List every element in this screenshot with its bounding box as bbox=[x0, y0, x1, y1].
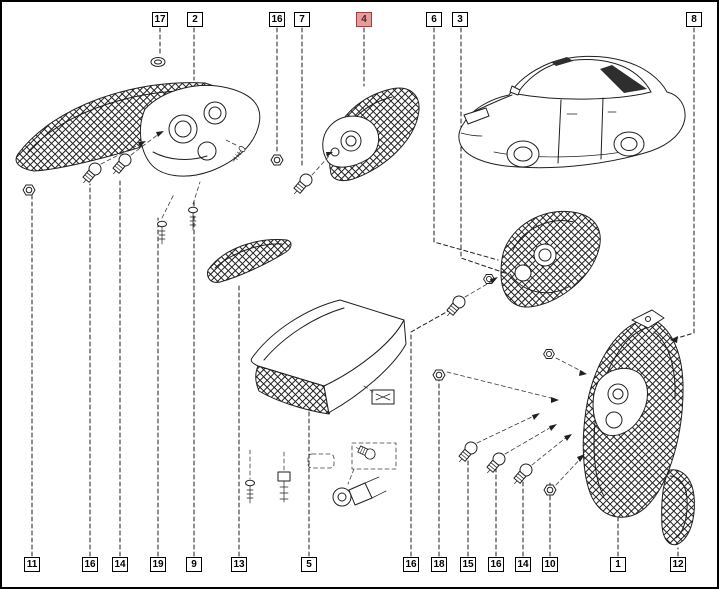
tail-lamp-mid-lens bbox=[500, 210, 601, 308]
callout-3[interactable]: 3 bbox=[452, 12, 468, 27]
callout-11[interactable]: 11 bbox=[24, 557, 40, 572]
bulb-holder-center bbox=[322, 115, 380, 168]
callout-14-b[interactable]: 14 bbox=[515, 557, 531, 572]
bulb-holder-right bbox=[592, 367, 648, 436]
bulb-socket-assembly bbox=[307, 442, 397, 507]
trim-clip bbox=[363, 385, 395, 405]
callout-15[interactable]: 15 bbox=[460, 557, 476, 572]
nut-center bbox=[270, 154, 284, 166]
callout-18[interactable]: 18 bbox=[431, 557, 447, 572]
bulb-center bbox=[289, 152, 333, 199]
bulb-mid bbox=[442, 277, 498, 321]
callout-19[interactable]: 19 bbox=[150, 557, 166, 572]
callout-16-a[interactable]: 16 bbox=[82, 557, 98, 572]
fastener-screw-a bbox=[245, 449, 255, 504]
nut-left bbox=[22, 184, 36, 196]
callout-16-b[interactable]: 16 bbox=[403, 557, 419, 572]
leader-lines bbox=[31, 27, 695, 557]
callout-8[interactable]: 8 bbox=[686, 12, 702, 27]
callout-9[interactable]: 9 bbox=[186, 557, 202, 572]
callout-6[interactable]: 6 bbox=[426, 12, 442, 27]
bulb-right-a bbox=[454, 413, 540, 467]
bulb-left-a bbox=[78, 141, 146, 188]
grommet-top-left bbox=[150, 57, 166, 67]
callout-4-highlighted[interactable]: 4 bbox=[356, 12, 372, 27]
car-illustration bbox=[458, 55, 686, 169]
stop-lamp-lens bbox=[207, 239, 292, 283]
bulb-right-b bbox=[482, 424, 557, 478]
callout-14-a[interactable]: 14 bbox=[112, 557, 128, 572]
fastener-clip-b bbox=[277, 451, 291, 503]
tail-lamp-left-body bbox=[139, 85, 261, 177]
screw-left-a bbox=[188, 181, 201, 231]
nut-right-lower bbox=[543, 454, 585, 496]
callout-16-c[interactable]: 16 bbox=[488, 557, 504, 572]
bulb-left-b bbox=[108, 131, 164, 179]
nut-right-upper bbox=[543, 349, 587, 376]
screw-left-c bbox=[223, 138, 247, 164]
shelf-trim-wedge bbox=[250, 299, 407, 415]
nut-shelf bbox=[432, 369, 559, 403]
callout-13[interactable]: 13 bbox=[231, 557, 247, 572]
callout-12[interactable]: 12 bbox=[670, 557, 686, 572]
bulb-right-c bbox=[509, 434, 572, 489]
callout-10[interactable]: 10 bbox=[542, 557, 558, 572]
side-reflector bbox=[661, 469, 695, 546]
callout-2[interactable]: 2 bbox=[187, 12, 203, 27]
screw-left-b bbox=[157, 193, 175, 245]
callout-7[interactable]: 7 bbox=[294, 12, 310, 27]
callout-1[interactable]: 1 bbox=[610, 557, 626, 572]
leader-arrow-8 bbox=[670, 336, 678, 343]
callout-17[interactable]: 17 bbox=[152, 12, 168, 27]
callout-5[interactable]: 5 bbox=[301, 557, 317, 572]
callout-16-top[interactable]: 16 bbox=[269, 12, 285, 27]
